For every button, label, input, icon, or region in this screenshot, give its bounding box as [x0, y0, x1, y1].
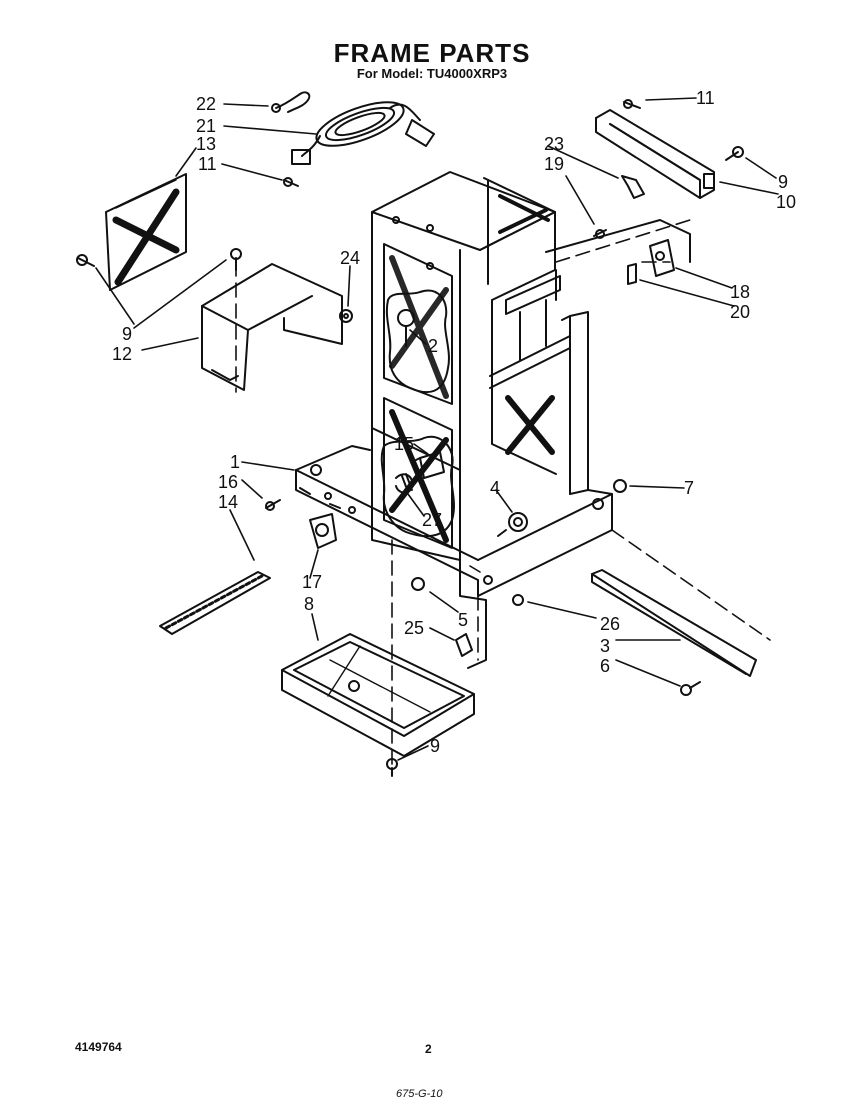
mounting-plate-right	[545, 219, 691, 263]
callout-11-left: 11	[198, 154, 217, 174]
callout-5: 5	[458, 610, 468, 630]
callout-1: 1	[230, 452, 240, 472]
frame-tower	[295, 171, 613, 669]
part-4-motor-coupler	[497, 512, 528, 537]
footer-code: 675-G-10	[396, 1088, 443, 1100]
part-9-screw-upper	[230, 248, 242, 271]
callout-11-right: 11	[696, 88, 715, 108]
part-8-drip-pan	[281, 633, 475, 757]
part-13-bracket-plate	[105, 173, 187, 291]
part-27-spring	[395, 473, 414, 494]
part-6-screw	[680, 681, 701, 696]
callout-9-bottom: 9	[430, 736, 440, 756]
callout-7: 7	[684, 478, 694, 498]
part-22-clip	[271, 91, 311, 113]
part-number: 4149764	[75, 1040, 122, 1054]
part-9-screw-left	[76, 254, 95, 267]
part-9-screw-right	[725, 146, 744, 161]
callout-14: 14	[218, 492, 238, 512]
callout-26: 26	[600, 614, 620, 634]
part-11-screw-left	[283, 177, 299, 187]
page-number: 2	[425, 1042, 432, 1056]
callout-8: 8	[304, 594, 314, 614]
part-18-switch	[649, 239, 675, 277]
callout-18: 18	[730, 282, 750, 302]
callout-12: 12	[112, 344, 132, 364]
part-11-screw-right	[623, 99, 641, 109]
callout-9-left: 9	[122, 324, 132, 344]
part-23-clip	[621, 175, 645, 199]
callout-23: 23	[544, 134, 564, 154]
part-14-strip	[159, 571, 271, 635]
part-21-power-cord	[291, 101, 435, 165]
callout-labels: 22 21 13 11 11 23 19 9 10 24 18 20 9 12 …	[112, 88, 796, 756]
model-subtitle: For Model: TU4000XRP3	[356, 66, 508, 81]
callout-13: 13	[196, 134, 216, 154]
diagram-title: FRAME PARTS	[333, 38, 531, 68]
callout-24: 24	[340, 248, 360, 268]
callout-9-right: 9	[778, 172, 788, 192]
callout-4: 4	[490, 478, 500, 498]
part-2-bolt	[397, 309, 415, 347]
part-19-screw	[593, 229, 607, 239]
part-12-cover	[201, 263, 343, 391]
callout-15: 15	[394, 434, 414, 454]
callout-3: 3	[600, 636, 610, 656]
part-5-nut	[411, 577, 425, 591]
part-16-screw	[265, 499, 281, 511]
part-7-nut	[613, 479, 627, 493]
part-3-rail	[591, 569, 757, 677]
callout-25: 25	[404, 618, 424, 638]
leader-lines	[95, 97, 779, 761]
callout-19: 19	[544, 154, 564, 174]
part-25-clip	[455, 633, 473, 657]
callout-17: 17	[302, 572, 322, 592]
part-10-rail	[595, 109, 715, 199]
part-9-screw-bottom	[386, 758, 398, 777]
part-17-bracket	[309, 513, 337, 549]
callout-21: 21	[196, 116, 216, 136]
callout-20: 20	[730, 302, 750, 322]
alignment-lines	[235, 219, 771, 765]
part-24-nut	[339, 309, 353, 323]
callout-16: 16	[218, 472, 238, 492]
part-26-screw	[512, 594, 524, 606]
callout-10: 10	[776, 192, 796, 212]
part-15-switch	[415, 451, 445, 479]
callout-22: 22	[196, 94, 216, 114]
callout-6: 6	[600, 656, 610, 676]
callout-2: 2	[428, 336, 438, 356]
part-20-bracket	[627, 263, 637, 285]
callout-27: 27	[422, 510, 442, 530]
